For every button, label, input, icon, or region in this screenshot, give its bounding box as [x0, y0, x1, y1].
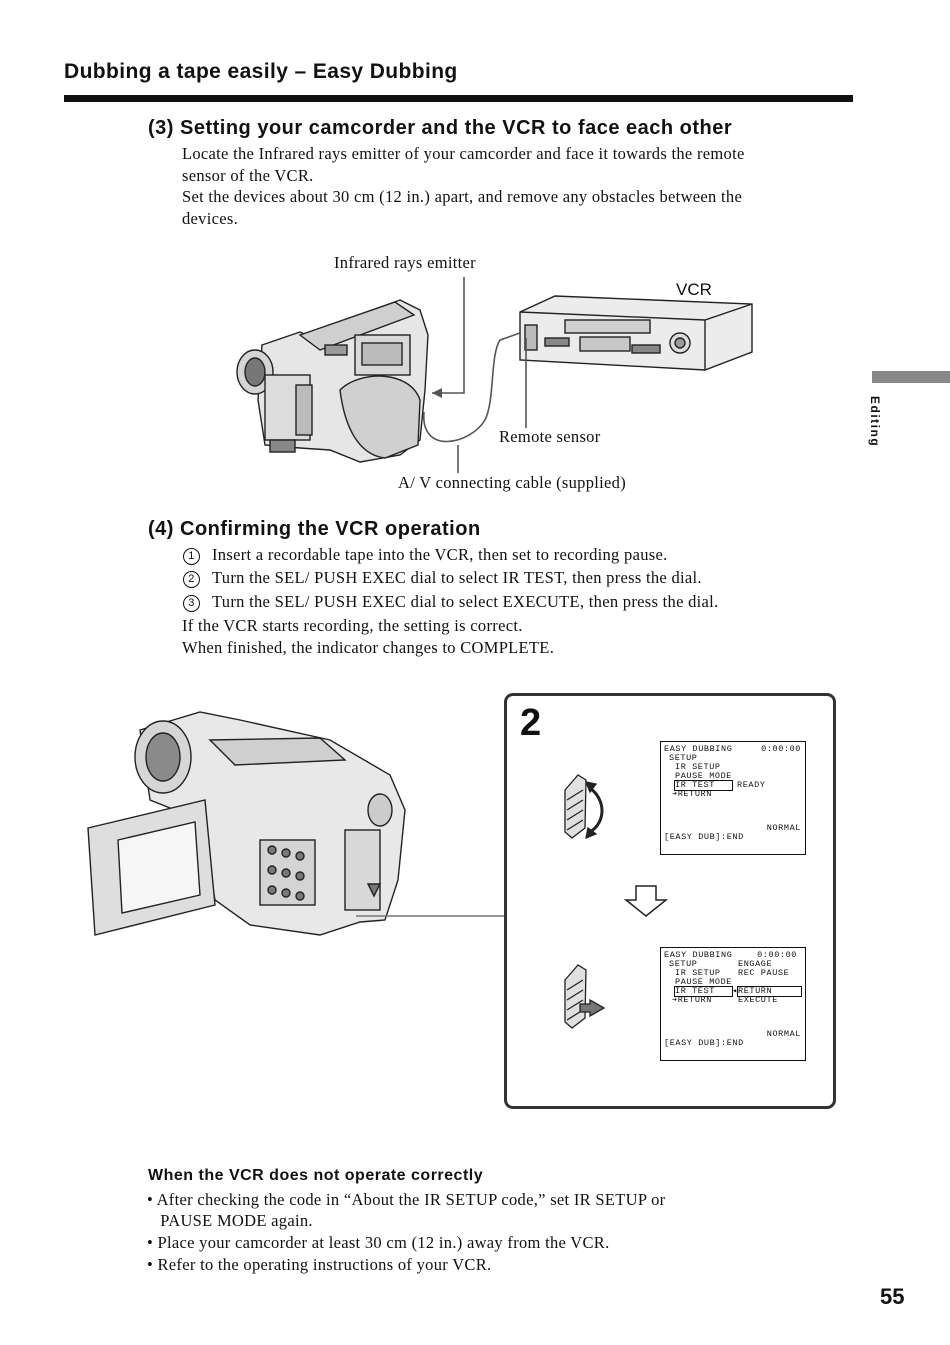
step-number: 1 [183, 548, 200, 565]
osd-engage: ENGAGE [738, 959, 773, 969]
section3-line: sensor of the VCR. [182, 165, 314, 185]
osd-rec-pause: REC PAUSE [738, 968, 790, 978]
troubleshoot-bullet-cont: PAUSE MODE again. [147, 1211, 313, 1230]
camcorder-side-illustration [236, 299, 429, 463]
osd-screen-1: EASY DUBBING 0:00:00 SETUP IR SETUP PAUS… [660, 741, 806, 855]
osd-setup: SETUP [669, 753, 698, 763]
callout-lines [423, 277, 527, 473]
dial-press-illustration [564, 964, 606, 1029]
side-tab-bar [872, 371, 950, 383]
section3-line: devices. [182, 208, 239, 228]
step-panel [504, 693, 836, 1109]
step-3: 3 Turn the SEL/ PUSH EXEC dial to select … [183, 592, 719, 612]
page-number: 55 [880, 1284, 905, 1309]
osd-pause-mode: PAUSE MODE [675, 771, 733, 781]
emitter-arrowhead [432, 388, 442, 398]
note-line: When finished, the indicator changes to … [182, 637, 555, 657]
osd-execute: EXECUTE [738, 995, 778, 1005]
osd-return: ➔RETURN [672, 995, 712, 1005]
label-remote-sensor: Remote sensor [499, 427, 601, 446]
down-arrow-icon [623, 885, 669, 917]
note-line: If the VCR starts recording, the setting… [182, 616, 523, 635]
osd-mode: NORMAL [766, 823, 801, 833]
label-vcr: VCR [676, 280, 712, 299]
osd-footer: [EASY DUB]:END [664, 1038, 744, 1048]
section4-heading: (4) Confirming the VCR operation [148, 518, 481, 540]
step-text: Turn the SEL/ PUSH EXEC dial to select E… [212, 592, 719, 611]
step-text: Insert a recordable tape into the VCR, t… [212, 545, 668, 564]
section3-line: Locate the Infrared rays emitter of your… [182, 144, 745, 163]
vcr-illustration [519, 295, 753, 371]
osd-mode: NORMAL [766, 1029, 801, 1039]
dial-turn-illustration [564, 774, 604, 840]
step-number: 3 [183, 595, 200, 612]
step-text: Turn the SEL/ PUSH EXEC dial to select I… [212, 568, 702, 587]
osd-return-option-selected: RETURN [737, 986, 802, 997]
step-1: 1 Insert a recordable tape into the VCR, … [183, 545, 668, 565]
header-rule [64, 95, 853, 102]
troubleshoot-bullet: • After checking the code in “About the … [147, 1190, 666, 1209]
osd-title: EASY DUBBING [664, 950, 733, 960]
label-infrared-emitter: Infrared rays emitter [334, 253, 476, 272]
section3-body: Locate the Infrared rays emitter of your… [182, 143, 745, 229]
troubleshoot-heading: When the VCR does not operate correctly [148, 1167, 484, 1184]
osd-time: 0:00:00 [761, 744, 801, 754]
return-arrow-icon: ➔ [672, 789, 678, 799]
osd-ready: READY [737, 780, 766, 790]
osd-ir-setup: IR SETUP [675, 968, 721, 978]
page-title: Dubbing a tape easily – Easy Dubbing [64, 60, 458, 83]
section3-heading: (3) Setting your camcorder and the VCR t… [148, 117, 733, 139]
section4-notes: If the VCR starts recording, the setting… [182, 615, 554, 658]
troubleshoot-bullet: • Place your camcorder at least 30 cm (1… [147, 1233, 610, 1252]
osd-footer: [EASY DUB]:END [664, 832, 744, 842]
osd-ir-test-selected: IR TEST [674, 780, 733, 791]
side-tab-label: Editing [868, 396, 882, 448]
osd-setup: SETUP [669, 959, 698, 969]
panel-step-number: 2 [520, 702, 542, 744]
osd-ir-setup: IR SETUP [675, 762, 721, 772]
step-number: 2 [183, 571, 200, 588]
osd-time: 0:00:00 [757, 950, 797, 960]
pointer-icon: ◂ [732, 986, 738, 996]
return-arrow-icon: ➔ [672, 995, 678, 1005]
section3-line: Set the devices about 30 cm (12 in.) apa… [182, 187, 743, 206]
troubleshoot-bullet: • Refer to the operating instructions of… [147, 1255, 492, 1274]
osd-screen-2: EASY DUBBING 0:00:00 SETUP ENGAGE IR SET… [660, 947, 806, 1061]
osd-pause-mode: PAUSE MODE [675, 977, 733, 987]
osd-title: EASY DUBBING [664, 744, 733, 754]
osd-ir-test: IR TEST [674, 986, 733, 997]
step-2: 2 Turn the SEL/ PUSH EXEC dial to select … [183, 568, 702, 588]
osd-return: ➔RETURN [672, 789, 712, 799]
label-av-cable: A/ V connecting cable (supplied) [398, 473, 627, 492]
